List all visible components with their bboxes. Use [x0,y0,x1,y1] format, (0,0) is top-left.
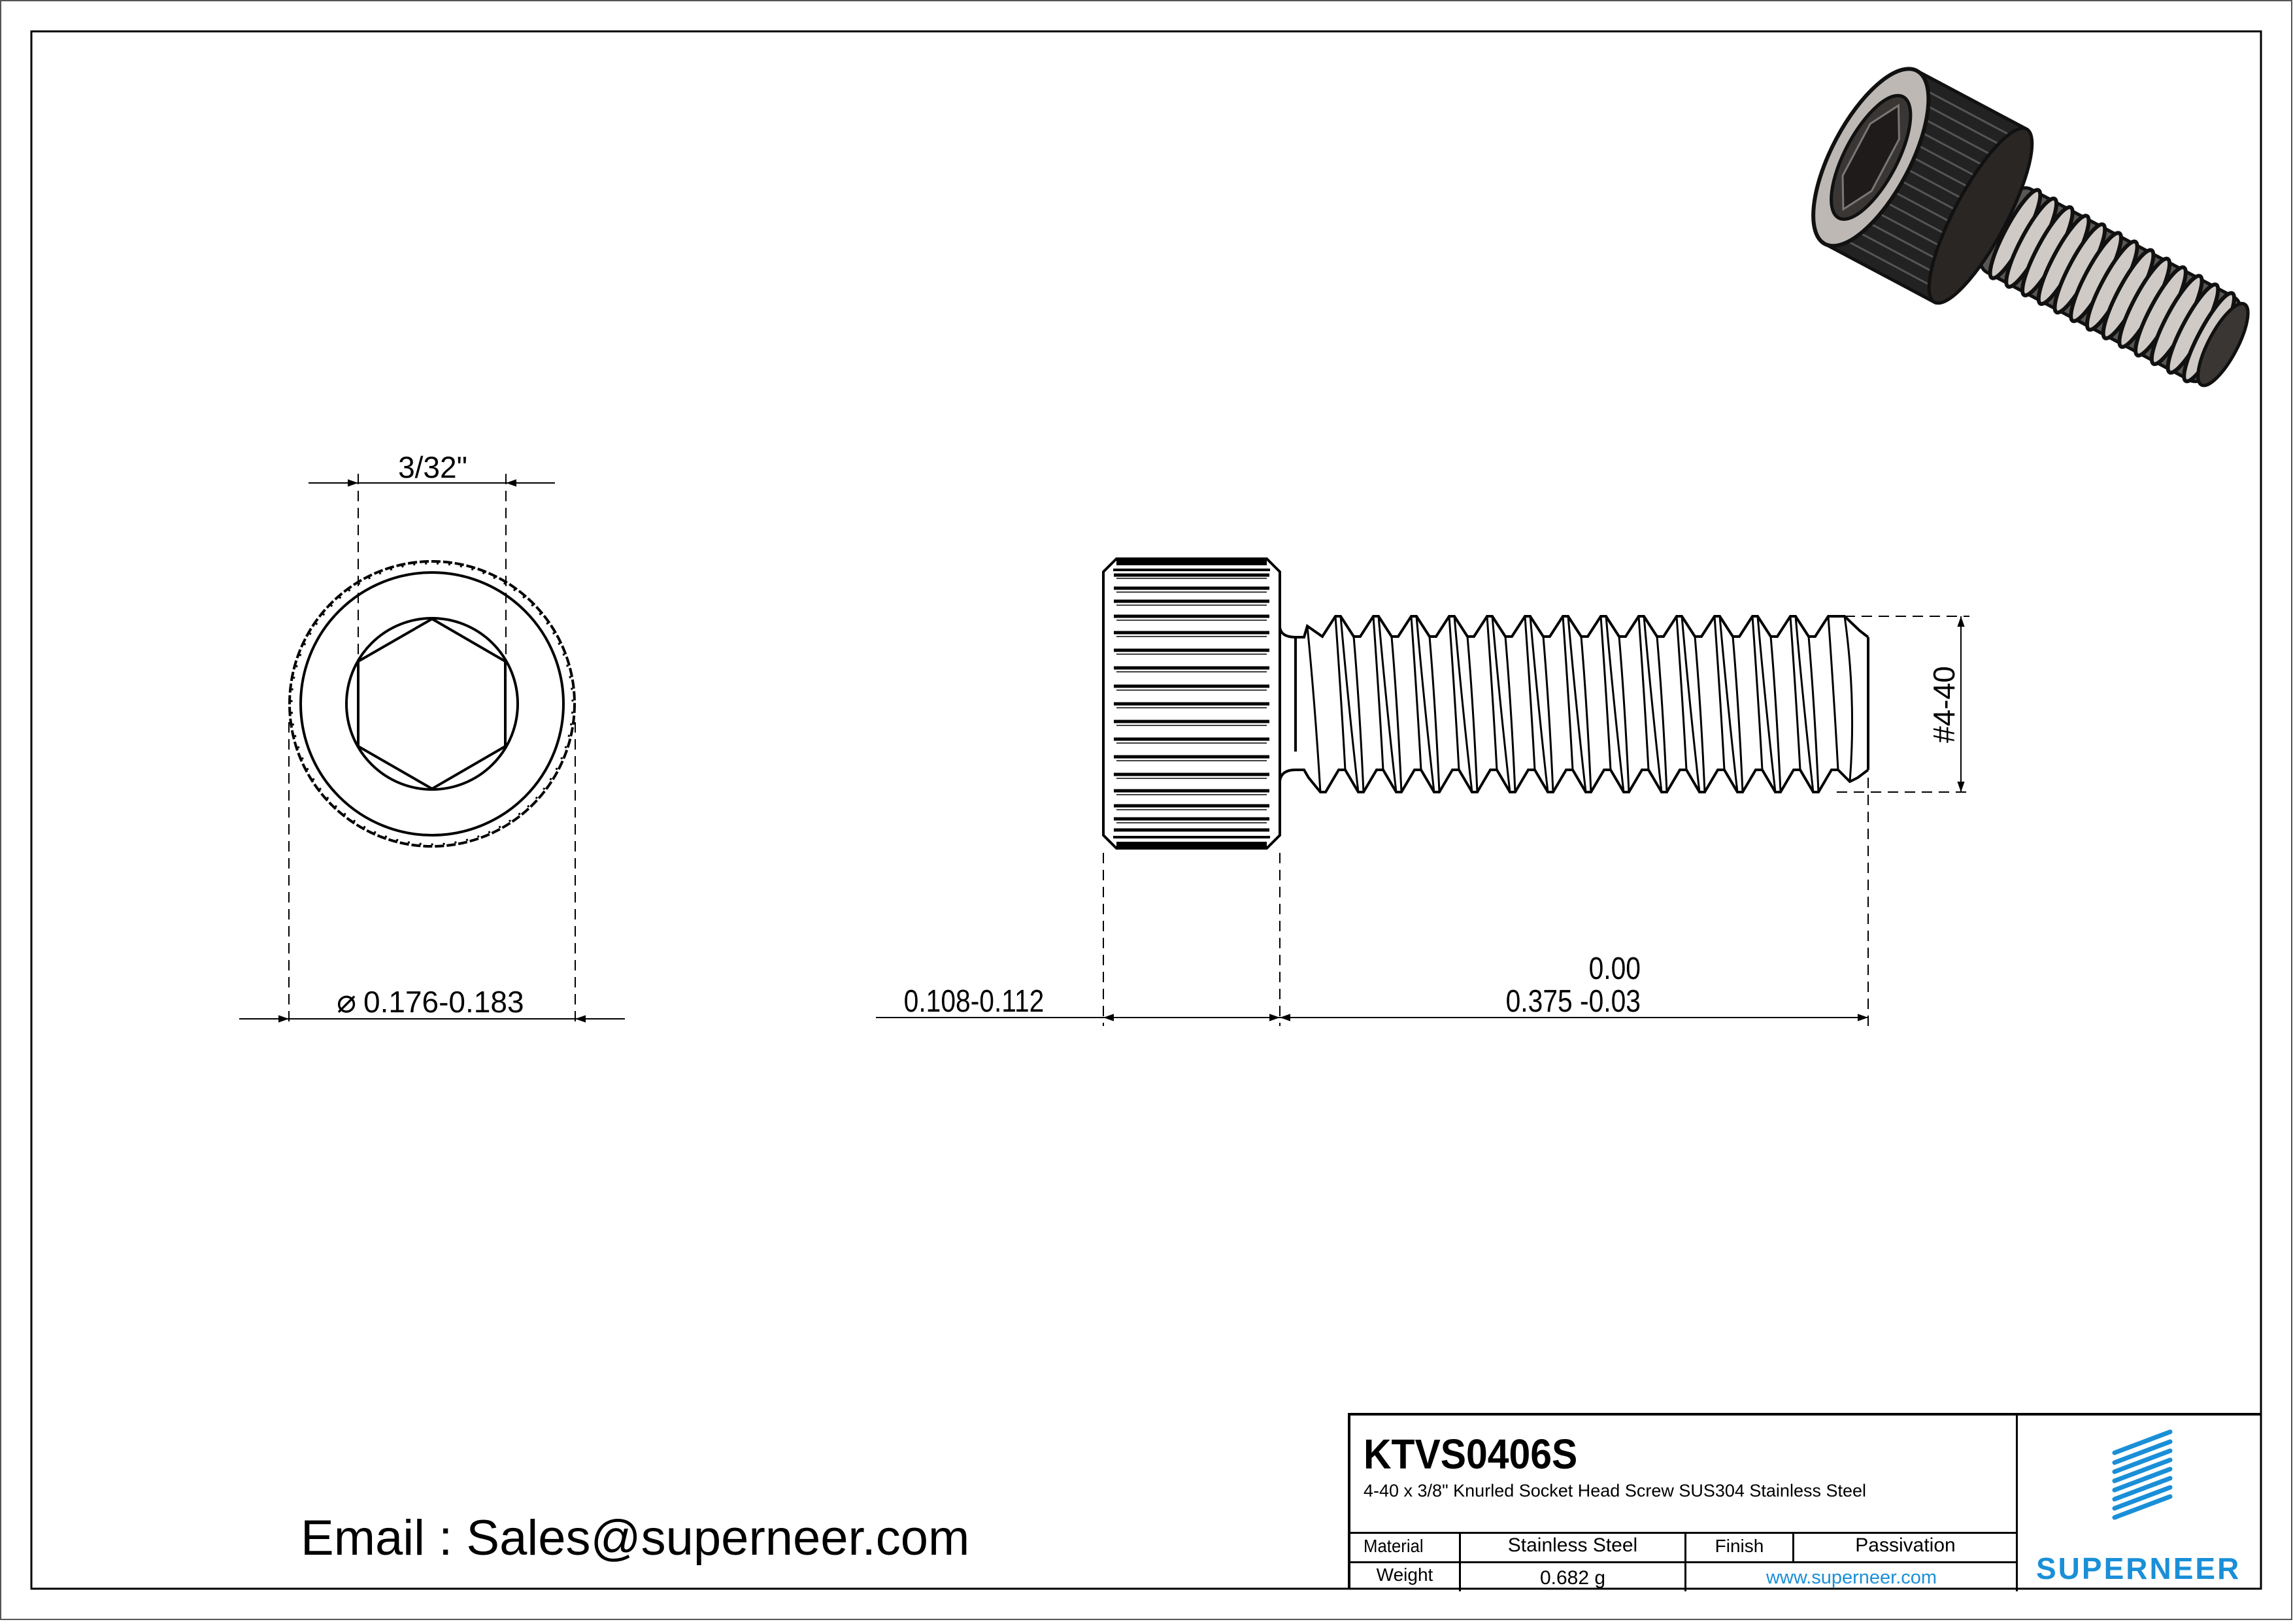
head-height-dim-label: 0.108-0.112 [904,984,1045,1019]
row-divider-2 [1350,1561,2017,1563]
neck-fillet-top [1279,627,1296,638]
knurl-bands [1114,573,1269,832]
part-number: KTVS0406S [1364,1431,1578,1478]
thread-profile-bottom [1296,769,1869,793]
material-value: Stainless Steel [1507,1534,1638,1556]
head-diameter-dim-label: 0.176-0.183 [363,985,524,1019]
col-divider-1 [1459,1532,1461,1591]
socket-circle [345,617,519,791]
logo-stripes-icon [2112,1429,2173,1520]
length-dim-label: 0.375 -0.03 [1506,984,1641,1019]
length-upper-tolerance-label: 0.00 [1589,952,1641,986]
website-link[interactable]: www.superneer.com [1766,1567,1937,1588]
drawing-frame [30,30,2262,1590]
row-divider-1 [1350,1532,2017,1534]
material-label: Material [1364,1536,1424,1556]
finish-value: Passivation [1855,1534,1956,1556]
thread-helix-lines [1306,616,1854,793]
thread-dim-label: #4-40 [1927,666,1961,743]
diameter-symbol: ⌀ [337,983,356,1019]
hex-key-dim-label: 3/32" [398,450,467,484]
col-divider-2 [1684,1532,1686,1591]
weight-value: 0.682 g [1539,1567,1606,1589]
brand-name: SUPERNEER [2036,1551,2241,1585]
extension-lines [288,474,576,1026]
brand-logo: SUPERNEER [2018,1416,2264,1591]
part-description: 4-40 x 3/8" Knurled Socket Head Screw SU… [1364,1481,1866,1500]
contact-email: Email : Sales@superneer.com [301,1510,970,1566]
neck-fillet-bottom [1279,769,1296,782]
front-view [239,474,625,1026]
col-divider-3 [1792,1532,1794,1563]
head-top-circle [299,571,565,837]
side-extension-lines [1103,616,1969,1026]
side-view [876,557,1969,1026]
knurl-lines [1113,559,1270,848]
isometric-screw-render [1811,67,2250,388]
logo-divider [2016,1416,2018,1591]
weight-label: Weight [1376,1565,1433,1585]
title-block: KTVS0406S 4-40 x 3/8" Knurled Socket Hea… [1348,1413,2264,1591]
finish-label: Finish [1715,1536,1764,1556]
knurled-outer-edge [288,560,576,848]
hex-socket [357,617,507,791]
thread-profile-top [1296,615,1869,638]
